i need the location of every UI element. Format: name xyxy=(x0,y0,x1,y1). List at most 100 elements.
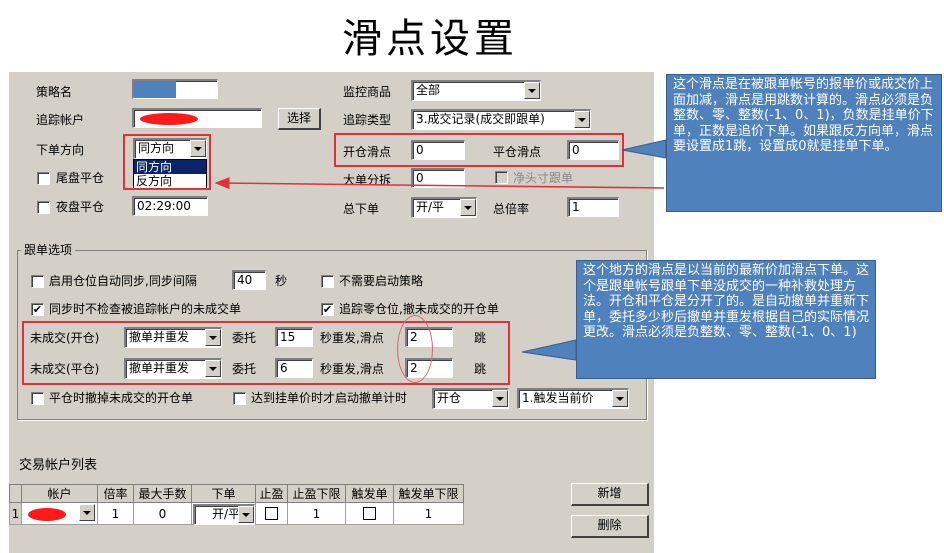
strategy-label: 策略名 xyxy=(36,85,73,99)
no-check-checkbox[interactable]: ✔ xyxy=(31,303,44,316)
no-start-checkbox[interactable] xyxy=(321,275,334,288)
night-close-checkbox[interactable] xyxy=(37,201,50,214)
order-cell[interactable]: 开/平 xyxy=(191,502,256,525)
trigger-cell[interactable] xyxy=(345,502,394,525)
open-slippage-input[interactable]: 0 xyxy=(411,140,465,160)
chevron-down-icon xyxy=(578,117,586,122)
cancel-open-checkbox[interactable] xyxy=(31,392,44,405)
column-header[interactable]: 止盈下限 xyxy=(287,484,346,503)
trigger-value: 1.触发当前价 xyxy=(522,391,594,405)
trade-list-title: 交易帐户列表 xyxy=(19,458,98,473)
sync-interval-input[interactable]: 40 xyxy=(232,270,266,290)
timer-type-value: 开仓 xyxy=(437,391,462,405)
account-input[interactable] xyxy=(132,108,262,128)
unfilled-close-resend-label: 秒重发,滑点 xyxy=(320,362,384,376)
night-close-label: 夜盘平仓 xyxy=(56,200,105,214)
trigger-min-cell[interactable]: 1 xyxy=(393,502,464,525)
direction-label: 下单方向 xyxy=(36,143,85,157)
unfilled-open-action-value: 撤单并重发 xyxy=(129,330,190,344)
sync-checkbox[interactable] xyxy=(31,275,44,288)
unfilled-open-entrust-label: 委托 xyxy=(232,331,257,345)
unfilled-close-seconds-input[interactable]: 6 xyxy=(275,358,313,378)
night-close-time[interactable]: 02:29:00 xyxy=(132,196,208,216)
account-label: 追踪帐户 xyxy=(36,113,85,127)
chevron-down-icon xyxy=(209,335,217,340)
table-row[interactable]: 1 1 0 开/平 1 1 xyxy=(9,502,549,525)
slippage-circle-mark xyxy=(397,315,433,383)
sync-unit: 秒 xyxy=(275,274,288,288)
track-type-dropdown-button[interactable] xyxy=(574,111,590,128)
open-slippage-label: 开仓滑点 xyxy=(343,145,392,159)
tail-close-label: 尾盘平仓 xyxy=(56,171,105,185)
trigger-select[interactable]: 1.触发当前价 xyxy=(517,388,629,409)
monitor-label: 监控商品 xyxy=(343,85,392,99)
no-check-label: 同步时不检查被追踪帐户的未成交单 xyxy=(49,302,242,316)
tp-min-cell[interactable]: 1 xyxy=(287,502,346,525)
unfilled-open-action-dropdown[interactable] xyxy=(205,329,221,346)
large-split-label: 大单分拆 xyxy=(343,173,392,187)
delete-account-button[interactable]: 删除 xyxy=(571,515,649,538)
net-head-checkbox[interactable] xyxy=(495,171,508,184)
order-cell-select[interactable]: 开/平 xyxy=(193,504,255,525)
trigger-checkbox[interactable] xyxy=(363,507,376,520)
unfilled-close-action-dropdown[interactable] xyxy=(205,360,221,377)
unfilled-open-unit: 跳 xyxy=(474,331,487,345)
annotation-arrow xyxy=(214,177,665,190)
timer-type-dropdown[interactable] xyxy=(492,390,508,407)
timer-label: 达到挂单价时才启动撤单计时 xyxy=(251,391,408,405)
monitor-dropdown-button[interactable] xyxy=(524,82,540,99)
strategy-input[interactable] xyxy=(132,79,218,99)
trigger-dropdown[interactable] xyxy=(612,390,628,407)
timer-checkbox[interactable] xyxy=(233,392,246,405)
direction-dropdown-list[interactable]: 同方向 反方向 xyxy=(133,159,207,189)
sync-label: 启用仓位自动同步,同步间隔 xyxy=(49,274,197,288)
column-header[interactable]: 倍率 xyxy=(97,484,134,503)
total-order-select[interactable]: 开/平 xyxy=(411,197,477,218)
direction-option[interactable]: 同方向 xyxy=(134,160,206,174)
column-header[interactable]: 触发单下限 xyxy=(393,484,464,503)
column-header[interactable]: 帐户 xyxy=(21,484,98,503)
close-slippage-input[interactable]: 0 xyxy=(567,140,619,160)
unfilled-close-action-select[interactable]: 撤单并重发 xyxy=(124,358,222,379)
column-header[interactable]: 触发单 xyxy=(345,484,394,503)
unfilled-close-entrust-label: 委托 xyxy=(232,362,257,376)
chevron-down-icon xyxy=(496,396,504,401)
monitor-select[interactable]: 全部 xyxy=(411,80,541,101)
trade-accounts-table: 帐户 倍率 最大手数 下单 止盈 止盈下限 触发单 触发单下限 1 1 0 开/… xyxy=(9,484,549,525)
direction-dropdown-button[interactable] xyxy=(190,140,206,157)
account-dropdown-button[interactable] xyxy=(79,504,95,521)
redacted-account xyxy=(140,113,198,125)
direction-option[interactable]: 反方向 xyxy=(136,174,173,188)
direction-select[interactable]: 同方向 xyxy=(133,138,207,159)
column-header[interactable]: 最大手数 xyxy=(133,484,192,503)
tail-close-checkbox[interactable] xyxy=(37,172,50,185)
chevron-down-icon xyxy=(616,396,624,401)
order-cell-dropdown[interactable] xyxy=(238,506,254,523)
unfilled-open-seconds-input[interactable]: 15 xyxy=(275,327,313,347)
unfilled-callout: 这个地方的滑点是以当前的最新价加滑点下单。这个是跟单帐号跟单下单没成交的一种补救… xyxy=(576,260,876,379)
chevron-down-icon xyxy=(242,512,250,517)
total-multiplier-input[interactable]: 1 xyxy=(567,197,619,217)
total-order-dropdown-button[interactable] xyxy=(460,199,476,216)
large-split-input[interactable]: 0 xyxy=(411,168,465,188)
redacted-account xyxy=(28,508,66,521)
order-cell-value: 开/平 xyxy=(211,507,241,521)
track-type-value: 3.成交记录(成交即跟单) xyxy=(416,112,545,126)
follow-options-label: 跟单选项 xyxy=(21,242,76,258)
add-account-button[interactable]: 新增 xyxy=(571,483,649,506)
account-cell-dropdown[interactable] xyxy=(77,504,95,525)
timer-type-select[interactable]: 开仓 xyxy=(432,388,509,409)
max-lots-cell[interactable]: 0 xyxy=(133,502,192,525)
zero-position-checkbox[interactable]: ✔ xyxy=(321,303,334,316)
column-header[interactable]: 止盈 xyxy=(255,484,288,503)
chevron-down-icon xyxy=(528,88,536,93)
account-cell[interactable] xyxy=(21,502,98,525)
chevron-down-icon xyxy=(464,205,472,210)
unfilled-highlight-box xyxy=(22,321,510,385)
select-account-button[interactable]: 选择 xyxy=(278,108,321,130)
callout-pointer xyxy=(521,339,577,361)
unfilled-open-action-select[interactable]: 撤单并重发 xyxy=(124,327,222,348)
track-type-select[interactable]: 3.成交记录(成交即跟单) xyxy=(411,109,591,130)
take-profit-checkbox[interactable] xyxy=(265,507,278,520)
